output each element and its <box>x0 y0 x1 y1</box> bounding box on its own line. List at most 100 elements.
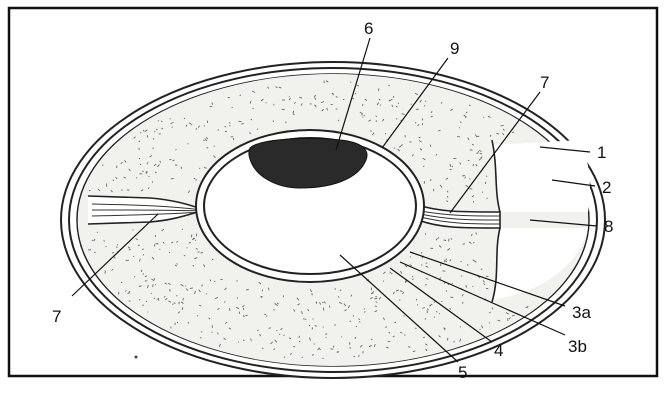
tissue-speckle <box>172 127 173 128</box>
tissue-speckle <box>169 252 170 253</box>
tissue-speckle <box>460 122 462 123</box>
tissue-speckle <box>232 107 233 108</box>
tissue-speckle <box>473 164 474 166</box>
tissue-speckle <box>210 280 211 282</box>
tissue-speckle <box>483 117 484 118</box>
tissue-speckle <box>359 322 360 323</box>
tissue-speckle <box>106 246 107 247</box>
tissue-speckle <box>392 273 393 274</box>
tissue-speckle <box>396 106 398 107</box>
tissue-speckle <box>326 337 327 338</box>
label-7-left: 7 <box>52 307 61 326</box>
tissue-speckle <box>425 101 426 102</box>
tissue-speckle <box>117 244 118 245</box>
tissue-speckle <box>146 301 147 302</box>
tissue-speckle <box>415 122 416 123</box>
label-3a: 3a <box>572 303 591 322</box>
tissue-speckle <box>273 121 274 122</box>
tissue-speckle <box>229 308 230 311</box>
tissue-speckle <box>467 265 468 266</box>
tissue-speckle <box>333 346 334 348</box>
tissue-speckle <box>349 348 351 349</box>
tissue-speckle <box>395 322 397 323</box>
tissue-speckle <box>417 305 418 306</box>
tissue-speckle <box>434 302 435 303</box>
tissue-speckle <box>444 240 447 241</box>
tissue-speckle <box>445 328 446 330</box>
tissue-speckle <box>312 328 313 330</box>
tissue-speckle <box>439 313 440 314</box>
tissue-speckle <box>122 189 123 191</box>
tissue-speckle <box>182 307 183 310</box>
tissue-speckle <box>139 158 140 159</box>
tissue-speckle <box>438 238 439 239</box>
tissue-speckle <box>182 229 183 230</box>
stray-dot <box>135 356 138 359</box>
tissue-speckle <box>184 255 186 256</box>
label-5: 5 <box>458 363 467 382</box>
tissue-speckle <box>155 172 157 173</box>
tissue-speckle <box>376 116 377 117</box>
tissue-speckle <box>94 252 95 253</box>
tissue-speckle <box>188 322 189 324</box>
tissue-speckle <box>323 308 324 311</box>
tissue-speckle <box>425 285 427 286</box>
tissue-speckle <box>197 316 198 317</box>
tissue-speckle <box>489 312 491 313</box>
tissue-speckle <box>363 104 364 106</box>
tissue-speckle <box>212 332 213 333</box>
tissue-speckle <box>218 130 219 131</box>
tissue-speckle <box>423 166 424 167</box>
tissue-speckle <box>364 309 365 310</box>
tissue-speckle <box>191 234 192 237</box>
label-9: 9 <box>450 39 459 58</box>
label-7-right: 7 <box>540 73 549 92</box>
tissue-speckle <box>496 134 499 135</box>
tissue-speckle <box>177 322 178 323</box>
tissue-speckle <box>139 299 140 300</box>
tissue-speckle <box>371 288 372 291</box>
tissue-speckle <box>148 312 149 313</box>
tissue-speckle <box>406 280 407 283</box>
label-3b: 3b <box>568 337 587 356</box>
tissue-speckle <box>430 145 431 147</box>
tissue-speckle <box>293 111 294 113</box>
tissue-speckle <box>469 178 470 179</box>
label-2: 2 <box>602 178 611 197</box>
tissue-speckle <box>229 123 231 124</box>
tissue-speckle <box>447 196 448 198</box>
label-6: 6 <box>364 19 373 38</box>
tissue-speckle <box>212 259 213 260</box>
tissue-speckle <box>394 148 395 149</box>
tissue-speckle <box>459 127 460 128</box>
label-1: 1 <box>597 143 606 162</box>
tissue-speckle <box>412 276 413 277</box>
tissue-speckle <box>141 132 142 133</box>
tissue-speckle <box>392 105 393 107</box>
tissue-speckle <box>142 305 144 306</box>
label-4: 4 <box>494 341 503 360</box>
tissue-speckle <box>356 326 357 327</box>
tissue-speckle <box>204 126 205 127</box>
tissue-speckle <box>241 124 243 125</box>
tissue-speckle <box>375 306 377 307</box>
tissue-speckle <box>340 290 342 291</box>
tissue-speckle <box>487 176 488 177</box>
tissue-speckle <box>436 312 438 313</box>
tissue-speckle <box>214 146 215 147</box>
tissue-speckle <box>155 284 156 285</box>
tissue-speckle <box>501 125 504 126</box>
tissue-speckle <box>154 131 155 132</box>
tissue-speckle <box>482 192 483 193</box>
tissue-speckle <box>118 292 119 295</box>
tissue-speckle <box>210 106 213 107</box>
tissue-speckle <box>177 264 178 265</box>
tissue-speckle <box>400 299 401 300</box>
tissue-speckle <box>410 257 411 258</box>
tissue-speckle <box>225 301 226 302</box>
tissue-speckle <box>323 327 324 328</box>
tissue-speckle <box>460 327 461 328</box>
tissue-speckle <box>238 121 241 122</box>
tissue-speckle <box>225 126 226 127</box>
